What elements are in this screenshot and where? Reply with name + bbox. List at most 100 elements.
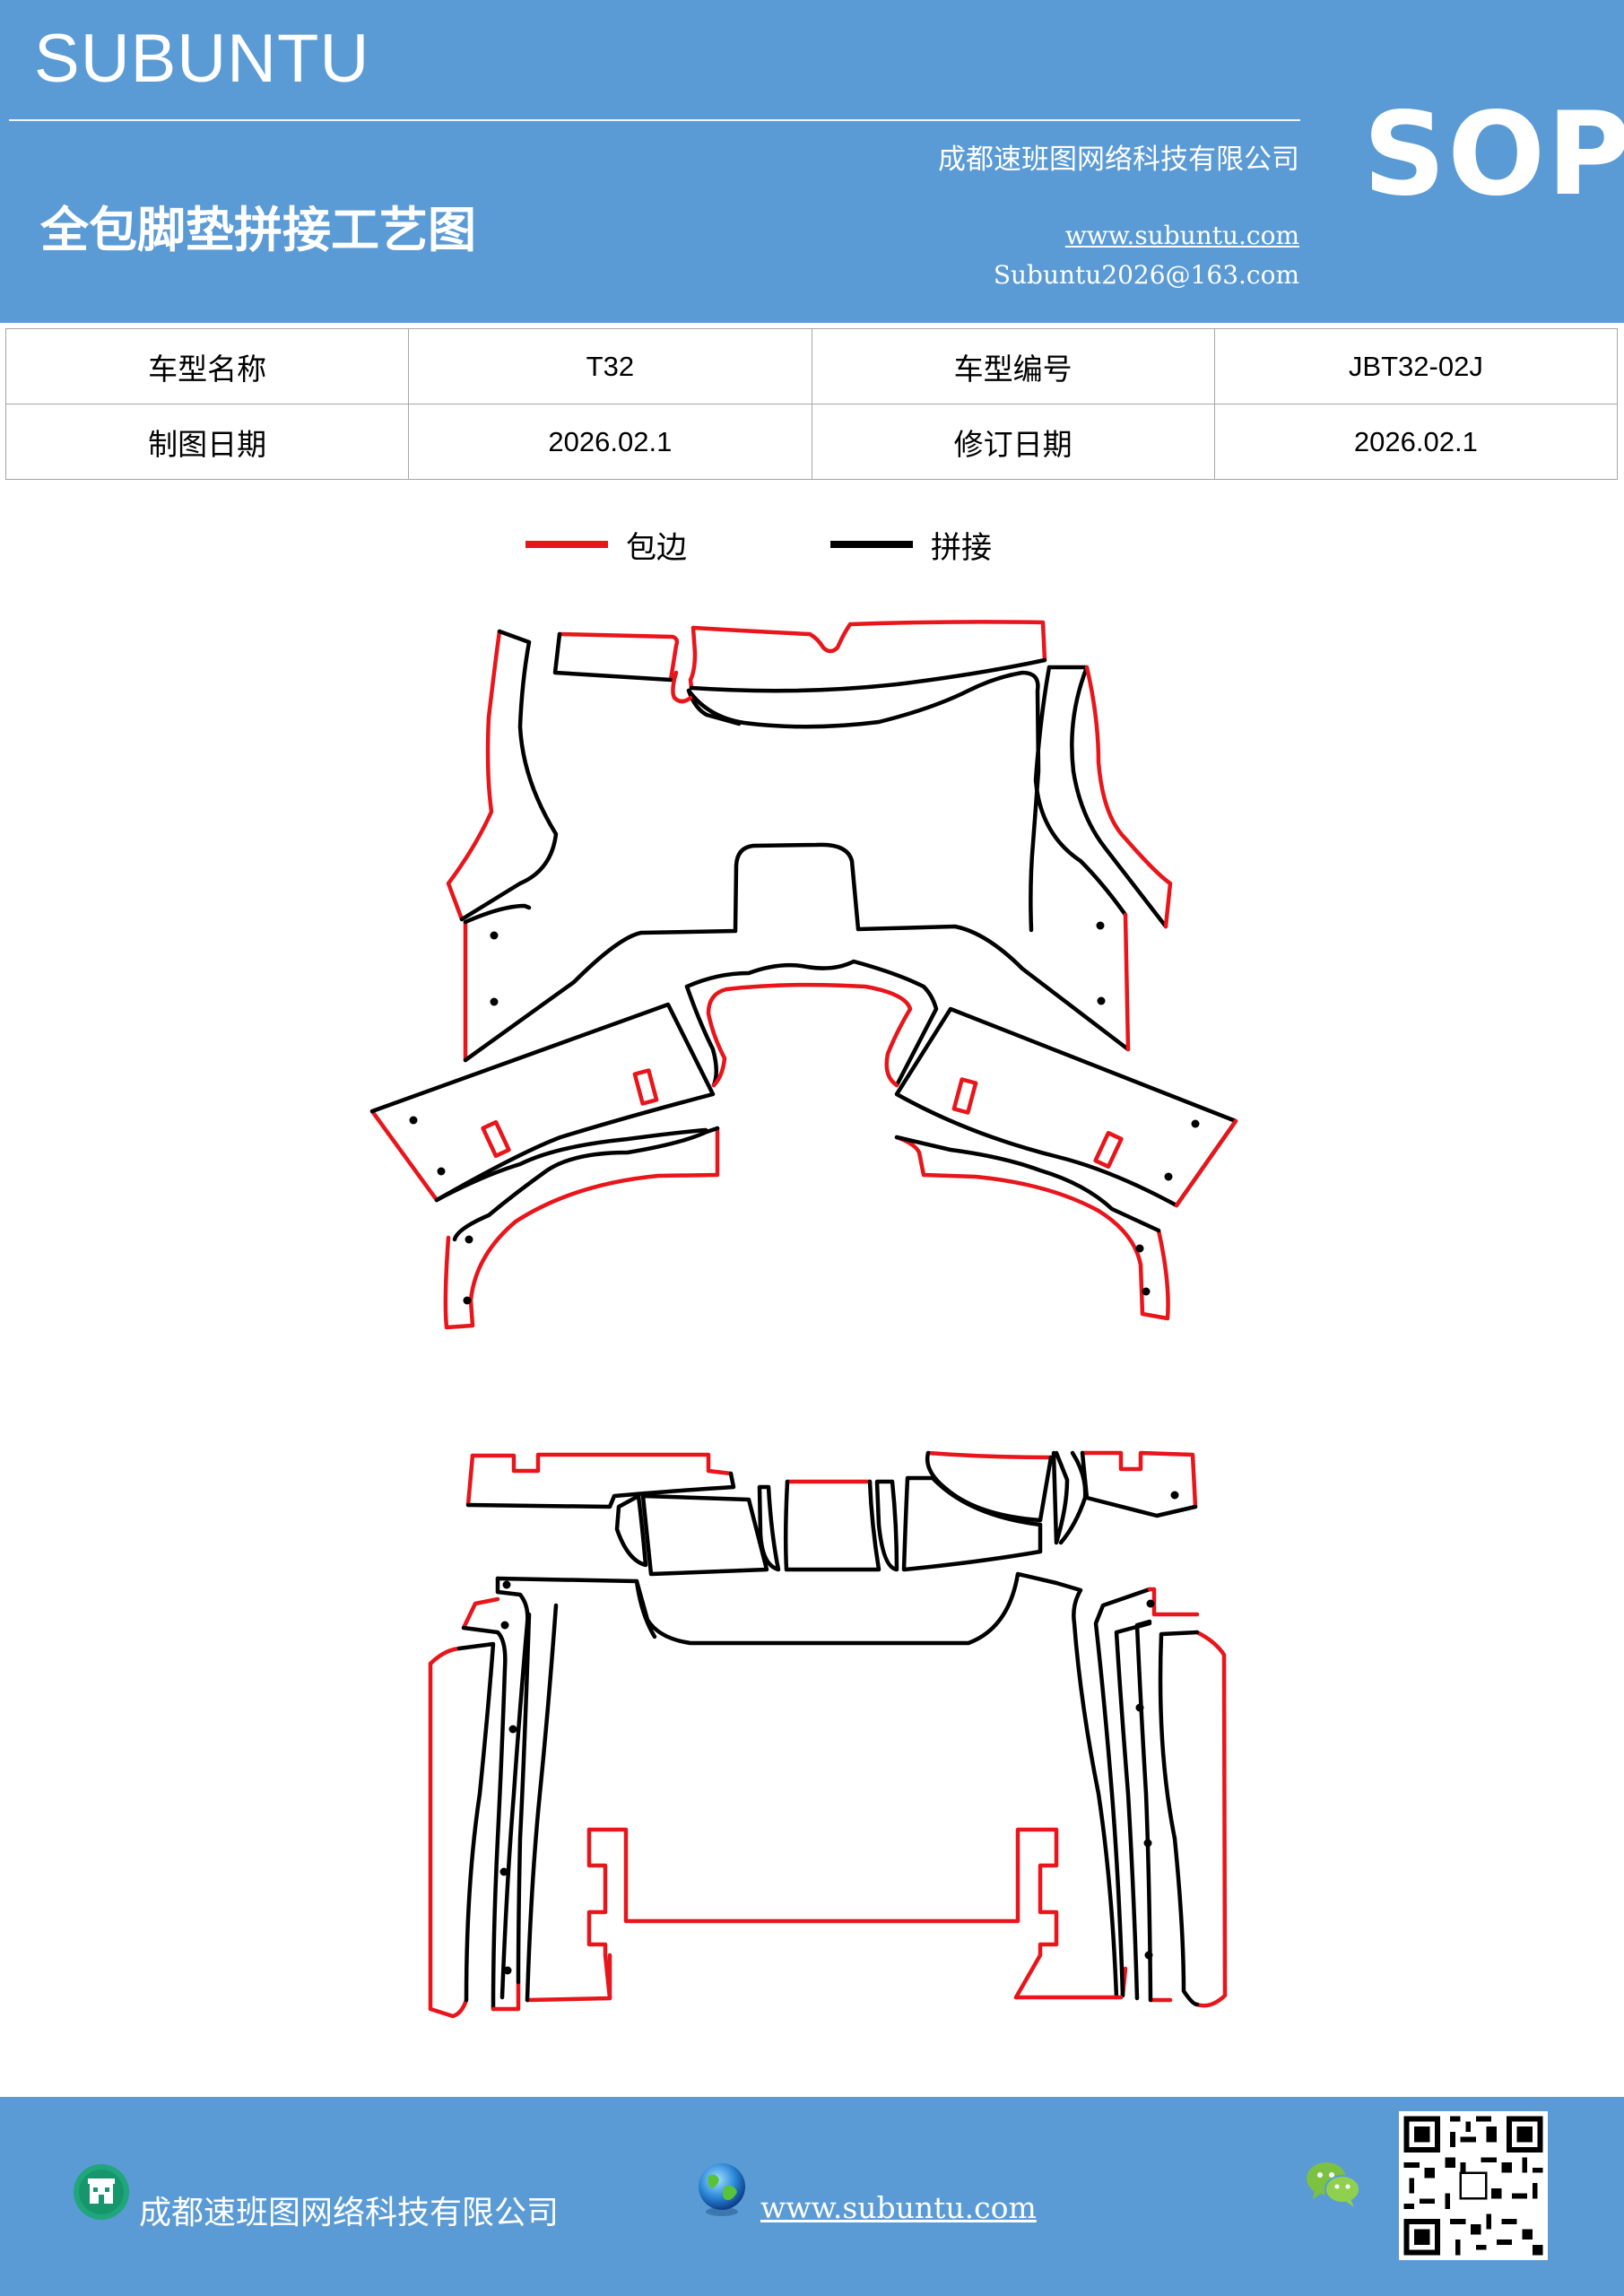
mat-piece [446,629,502,922]
table-row: 制图日期 2026.02.1 修订日期 2026.02.1 [4,404,1619,480]
mat-piece [470,1452,734,1476]
mat-piece [463,842,1131,1063]
mat-piece [491,1979,521,2012]
sop-badge: SOP [1363,88,1624,222]
mat-piece [456,1641,496,2003]
header-divider [9,119,1300,121]
mat-piece [465,1453,475,1508]
mat-piece [1084,665,1173,929]
mat-piece [614,1493,648,1568]
table-row: 车型名称 T32 车型编号 JBT32-02J [4,328,1619,404]
mat-piece [686,688,742,726]
legend-edge-label: 包边 [626,529,687,566]
draw-date-value: 2026.02.1 [408,404,812,480]
slot [632,1068,659,1106]
email-address: Subuntu2026@163.com [993,260,1299,290]
mat-piece [925,1450,1056,1460]
mat-piece [1080,1450,1198,1518]
globe-icon [699,2163,745,2216]
mat-piece [894,1135,1170,1321]
mat-piece [671,670,693,704]
mat-piece [1134,1619,1153,2003]
footer-company-name: 成都速班图网络科技有限公司 [139,2195,560,2231]
page-title: 全包脚垫拼接工艺图 [40,202,476,258]
mat-piece [783,1479,881,1572]
draw-date-label: 制图日期 [4,404,410,480]
mat-piece [1147,1587,1200,1617]
slot [481,1119,511,1159]
mat-piece [459,629,559,922]
mat-piece [689,657,1047,693]
front-mat-group [369,620,1238,1330]
legend-edge: 包边 [525,522,687,567]
mat-piece [688,625,698,691]
mat-piece [461,1625,508,2012]
brand-name: SUBUNTU [34,21,370,97]
mat-piece [369,1002,716,1203]
mat-piece [684,984,718,1088]
mat-piece [369,1109,439,1203]
mat-piece [684,959,939,1088]
mat-piece [894,1135,1161,1233]
mat-piece [634,1578,657,1639]
legend-seam: 拼接 [830,522,992,567]
model-name-value: T32 [408,328,812,404]
mat-piece [874,1479,899,1572]
website-link[interactable]: www.subuntu.com [1064,221,1299,250]
page-footer: 成都速班图网络科技有限公司 www.subuntu.com [0,2097,1624,2296]
mat-piece [1194,1630,1228,2008]
mat-piece [894,1006,1238,1208]
mat-piece [1051,1450,1070,1545]
mat-piece [640,1493,769,1577]
mat-piece [1033,665,1128,918]
mat-piece [516,1612,532,1985]
mounting-holes [499,1491,1179,1975]
mat-piece [525,1952,612,2003]
qr-code[interactable] [1399,2111,1548,2260]
mat-piece [1080,1450,1198,1509]
revise-date-label: 修订日期 [811,404,1215,480]
slot [951,1077,978,1115]
mat-piece [495,1576,530,2000]
mat-piece [428,1661,469,2019]
slot [1093,1130,1124,1170]
vehicle-info-table: 车型名称 T32 车型编号 JBT32-02J 制图日期 2026.02.1 修… [4,328,1619,480]
page-header: SUBUNTU 成都速班图网络科技有限公司 全包脚垫拼接工艺图 www.subu… [0,0,1624,323]
mat-piece [428,1646,462,1666]
mat-piece [557,631,680,683]
floor-mat-splice-diagram [369,620,1238,2019]
mat-piece [586,1827,612,2001]
rear-mat-group [428,1450,1228,2019]
mat-piece [434,1127,708,1203]
mat-piece [706,982,913,1088]
building-icon [74,2164,129,2220]
mat-piece [690,620,1047,663]
mat-piece [1093,1587,1152,1998]
mat-piece [443,1126,720,1330]
mat-piece [1123,912,1131,1052]
legend-edge-swatch [525,541,608,548]
mat-piece [552,631,673,683]
mat-piece [686,670,1041,933]
mat-piece [465,1471,736,1509]
mat-piece [1158,1630,1200,2007]
model-code-value: JBT32-02J [1213,328,1619,404]
mat-piece [463,903,532,925]
model-name-label: 车型名称 [4,328,410,404]
mat-piece [586,1827,1059,2000]
mat-piece [901,1475,1043,1572]
legend-seam-swatch [830,541,913,548]
revise-date-value: 2026.02.1 [1213,404,1619,480]
model-code-label: 车型编号 [811,328,1215,404]
mat-piece [1046,665,1168,929]
mat-piece [925,1450,1054,1523]
mat-piece [452,1126,720,1242]
company-name: 成都速班图网络科技有限公司 [938,144,1299,176]
legend-seam-label: 拼接 [931,529,992,566]
footer-website-link[interactable]: www.subuntu.com [760,2190,1037,2225]
wechat-icon [1307,2162,1360,2207]
mat-piece [1114,1621,1152,2001]
mat-piece [1174,1118,1238,1208]
mat-piece [461,1596,500,1631]
mat-piece [757,1484,781,1572]
